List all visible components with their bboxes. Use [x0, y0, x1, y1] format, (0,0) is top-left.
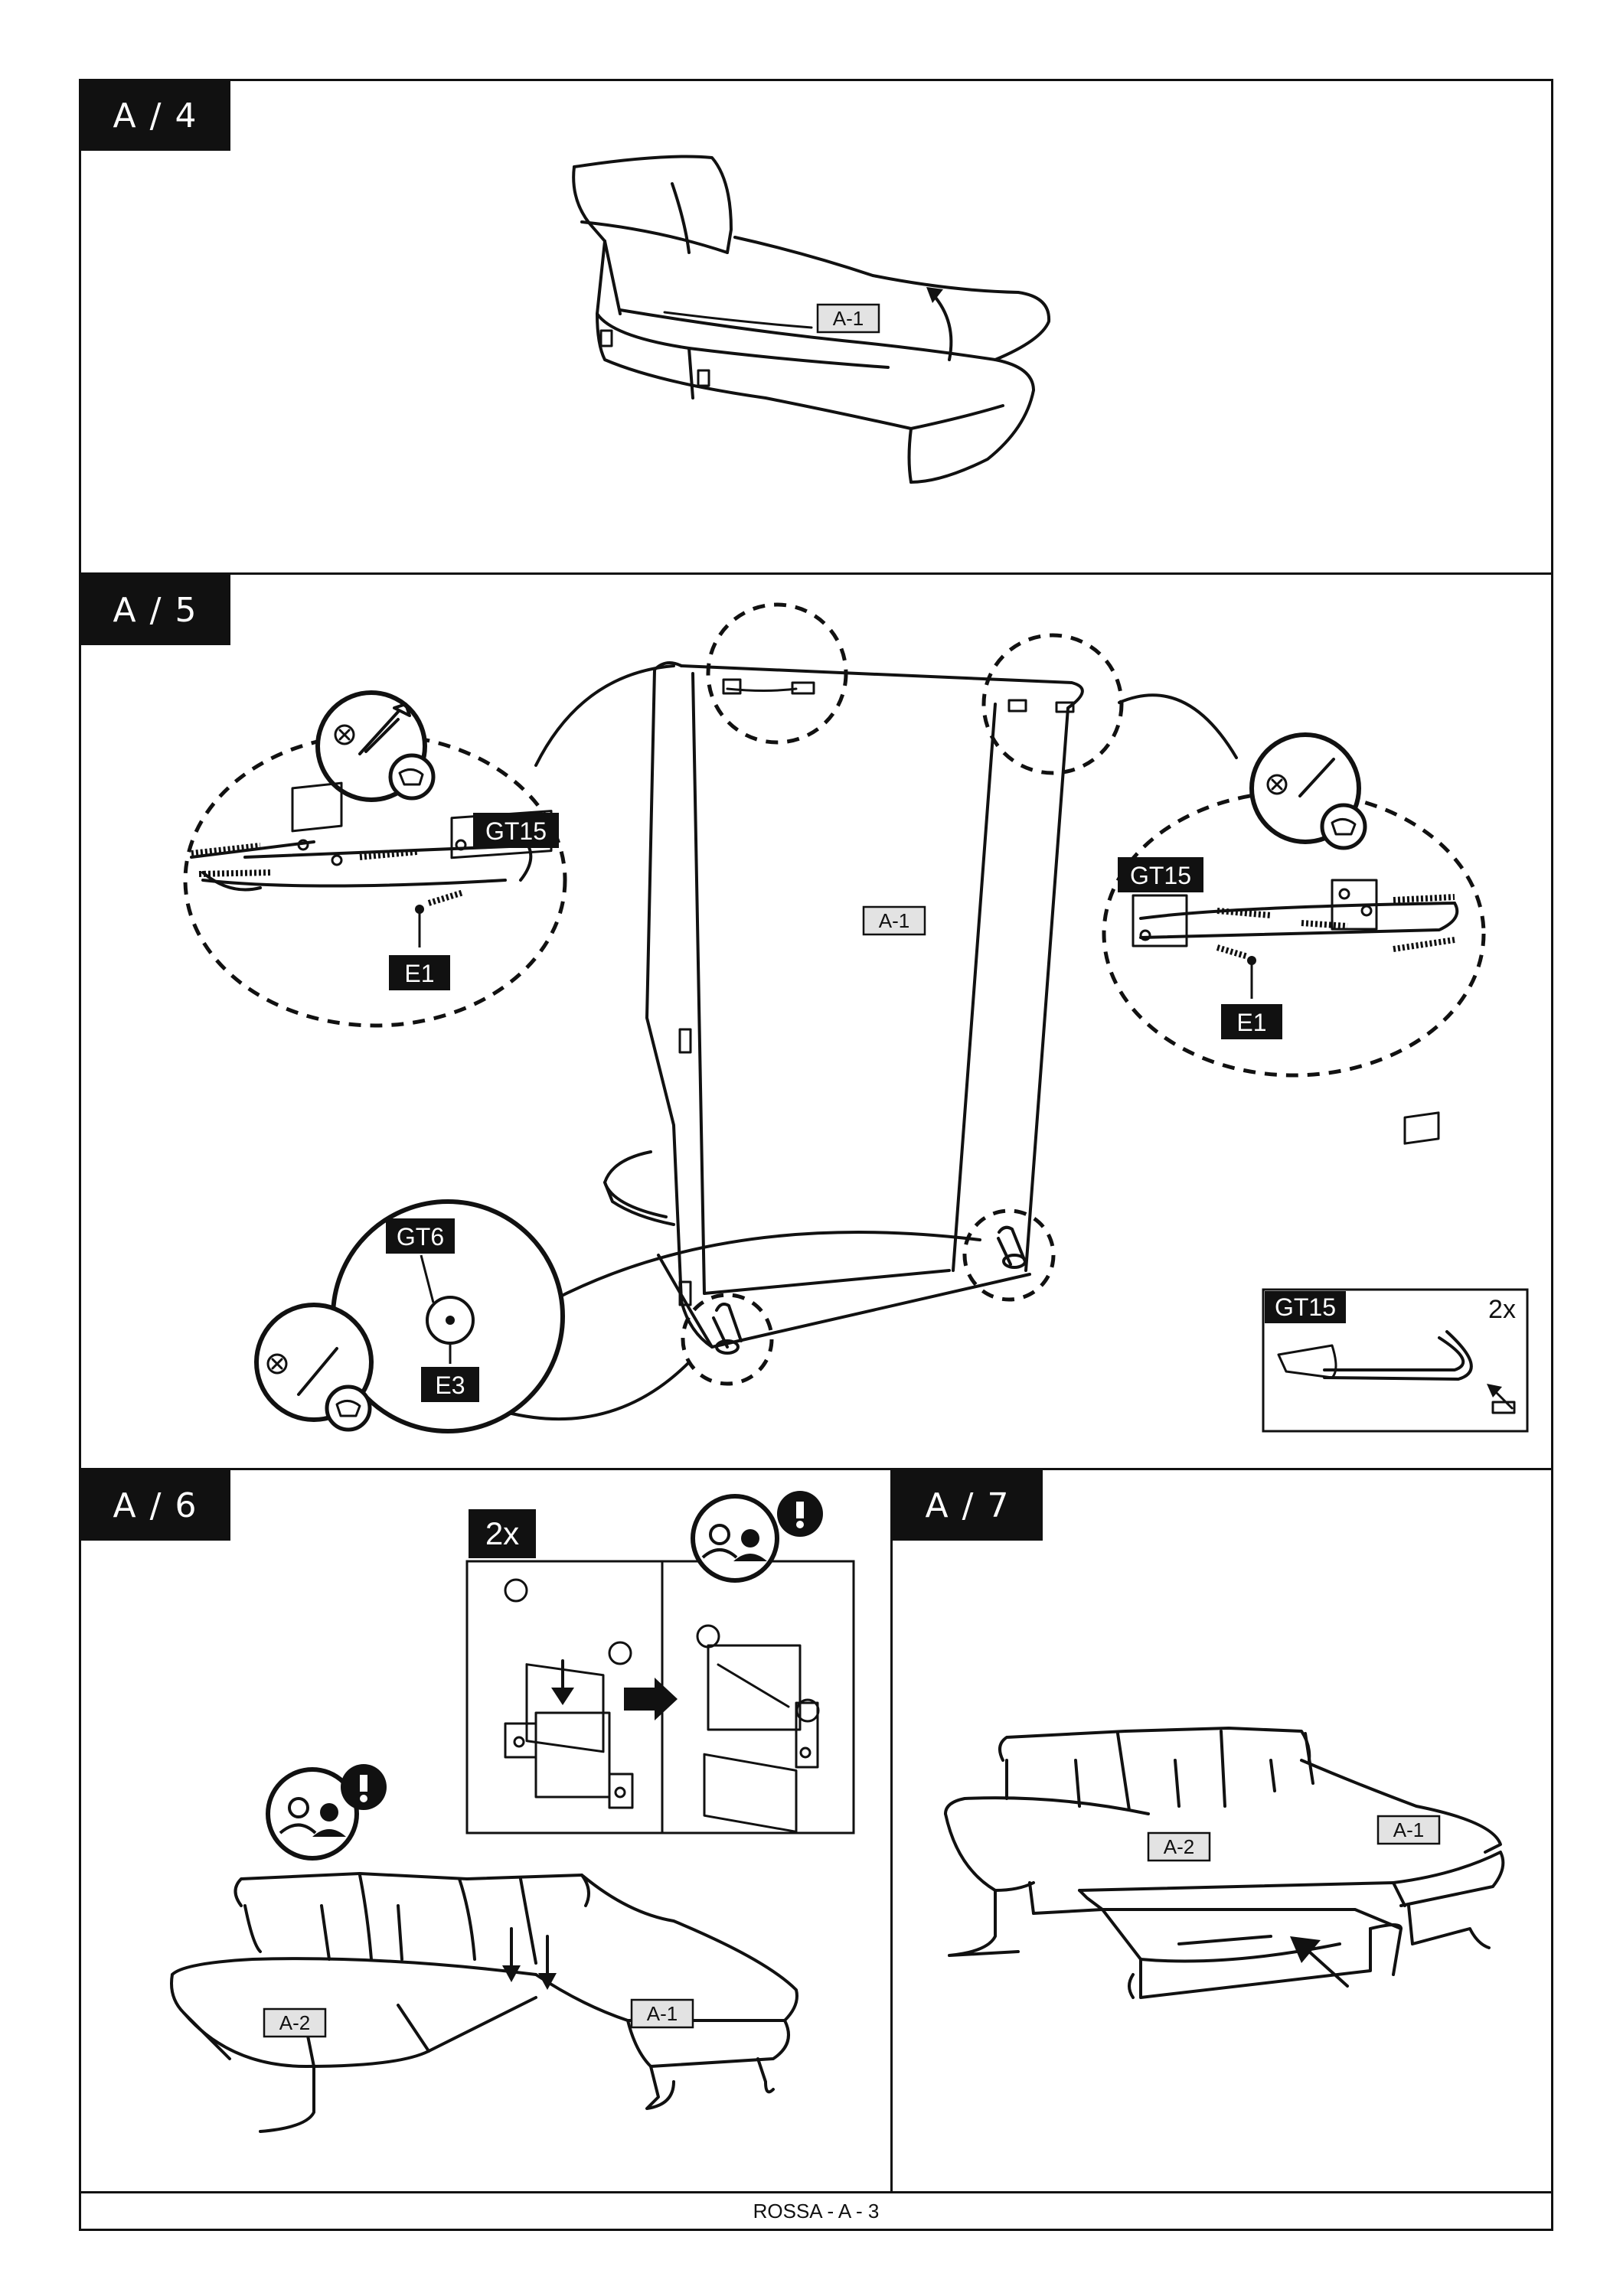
hardware-label-box: [386, 1218, 455, 1254]
screwdriver-icon: [297, 1347, 338, 1396]
part-label-a6-left: A-2: [279, 2011, 310, 2034]
a6-connector-detail: 2x: [465, 1491, 855, 1835]
part-label-a7-left: A-2: [1164, 1835, 1194, 1858]
arrow-icon: [624, 1678, 678, 1720]
hardware-label-box: [1118, 857, 1203, 892]
a5-detail-right-bracket: GT15 E1: [1102, 732, 1486, 1078]
divider-a5-a6: [79, 1468, 1553, 1470]
part-label-box: [263, 2007, 327, 2038]
step-badge-a7: A / 7: [893, 1470, 1043, 1541]
quantity-2x: 2x: [485, 1515, 519, 1551]
hardware-label-gt6: GT6: [397, 1223, 444, 1251]
part-label-box: [862, 905, 926, 936]
detail-circle-bottom-left: [681, 1293, 774, 1386]
wrench-icon: [325, 1384, 372, 1432]
screwdriver-icon: [1298, 758, 1335, 797]
a5-inset-gt15: GT15 2x: [1262, 1111, 1529, 1433]
part-label-a7-right: A-1: [1393, 1818, 1424, 1841]
hardware-label-box: [389, 955, 450, 990]
hardware-label-box: [473, 813, 559, 848]
hardware-label-e3: E3: [435, 1371, 465, 1399]
two-people-icon: [691, 1494, 779, 1583]
inset-label: GT15: [1275, 1293, 1336, 1321]
wrench-icon: [388, 753, 436, 801]
divider-a6-a7: [890, 1468, 893, 2193]
cross-icon: [266, 1353, 288, 1375]
wrench-icon: [1320, 803, 1367, 850]
a5-detail-foot: GT6 E3: [254, 1199, 565, 1433]
a6-sofa-illustration: A-2 A-1: [170, 1764, 798, 2133]
step-badge-a5: A / 5: [80, 575, 230, 645]
divider-a4-a5: [79, 572, 1553, 575]
hardware-label-gt15-left: GT15: [485, 817, 547, 845]
hardware-label-e1-left: E1: [404, 960, 434, 987]
step-badge-a6: A / 6: [80, 1470, 230, 1541]
part-label-a4: A-1: [833, 307, 864, 330]
detail-circle-bottom-right: [962, 1208, 1056, 1302]
hardware-label-box: [421, 1367, 479, 1402]
a4-chaise-illustration: A-1: [572, 155, 1051, 484]
detail-circle-top-left: [706, 602, 848, 745]
inset-quantity: 2x: [1488, 1295, 1516, 1324]
part-label-a5: A-1: [879, 909, 909, 932]
part-label-a6-right: A-1: [647, 2002, 678, 2025]
part-label-box: [1147, 1831, 1211, 1862]
a5-module-back-illustration: A-1: [504, 602, 1238, 1420]
part-label-box: [630, 1998, 694, 2029]
page-footer: ROSSA - A - 3: [753, 2199, 880, 2223]
divider-footer: [79, 2191, 1553, 2193]
a7-sofa-illustration: A-2 A-1: [944, 1727, 1505, 1999]
part-label-box: [816, 303, 880, 334]
hardware-label-gt15-right: GT15: [1130, 862, 1191, 889]
a5-detail-left-bracket: GT15 E1: [183, 690, 567, 1028]
hardware-label-box: [1221, 1004, 1282, 1039]
page-frame: [79, 79, 1553, 2231]
cross-icon: [1266, 774, 1288, 795]
quantity-badge: [469, 1509, 536, 1558]
arrow-icon: [1290, 1936, 1321, 1963]
part-label-box: [1376, 1815, 1441, 1845]
cross-icon: [334, 724, 355, 745]
detail-circle-top-right: [981, 633, 1124, 775]
step-badge-a4: A / 4: [80, 80, 230, 151]
hardware-label-e1-right: E1: [1236, 1009, 1266, 1036]
screwdriver-icon: [358, 703, 411, 755]
